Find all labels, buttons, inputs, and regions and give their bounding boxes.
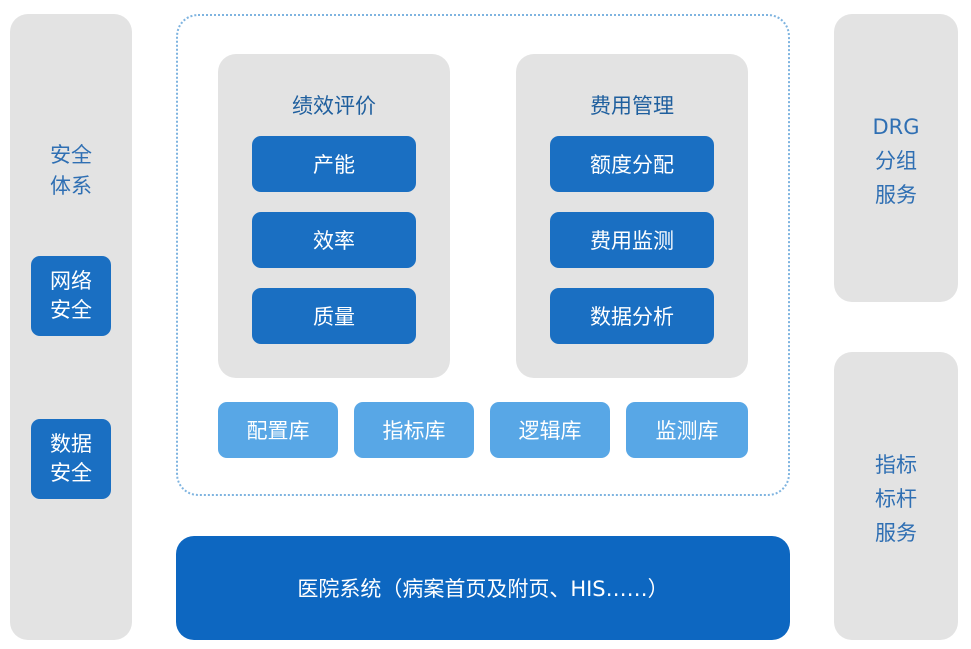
network-security-box: 网络 安全: [31, 256, 111, 336]
config-library-box: 配置库: [218, 402, 338, 458]
security-system-panel: 安全 体系 网络 安全 数据 安全: [10, 14, 132, 640]
quality-box: 质量: [252, 288, 416, 344]
performance-module-panel: 绩效评价 产能 效率 质量: [218, 54, 450, 378]
cost-module-title: 费用管理: [590, 94, 674, 118]
quota-allocation-box: 额度分配: [550, 136, 714, 192]
data-analysis-box: 数据分析: [550, 288, 714, 344]
efficiency-box: 效率: [252, 212, 416, 268]
capacity-box: 产能: [252, 136, 416, 192]
indicator-library-box: 指标库: [354, 402, 474, 458]
benchmark-service-panel: 指标 标杆 服务: [834, 352, 958, 640]
cost-module-panel: 费用管理 额度分配 费用监测 数据分析: [516, 54, 748, 378]
core-platform-container: [176, 14, 790, 496]
drg-service-panel: DRG 分组 服务: [834, 14, 958, 302]
benchmark-service-label: 指标 标杆 服务: [875, 453, 917, 545]
data-security-box: 数据 安全: [31, 419, 111, 499]
cost-monitoring-box: 费用监测: [550, 212, 714, 268]
drg-service-label: DRG 分组 服务: [872, 115, 920, 207]
monitoring-library-box: 监测库: [626, 402, 748, 458]
hospital-system-bar: 医院系统（病案首页及附页、HIS……）: [176, 536, 790, 640]
security-system-title: 安全 体系: [50, 143, 92, 198]
logic-library-box: 逻辑库: [490, 402, 610, 458]
performance-module-title: 绩效评价: [292, 94, 376, 118]
